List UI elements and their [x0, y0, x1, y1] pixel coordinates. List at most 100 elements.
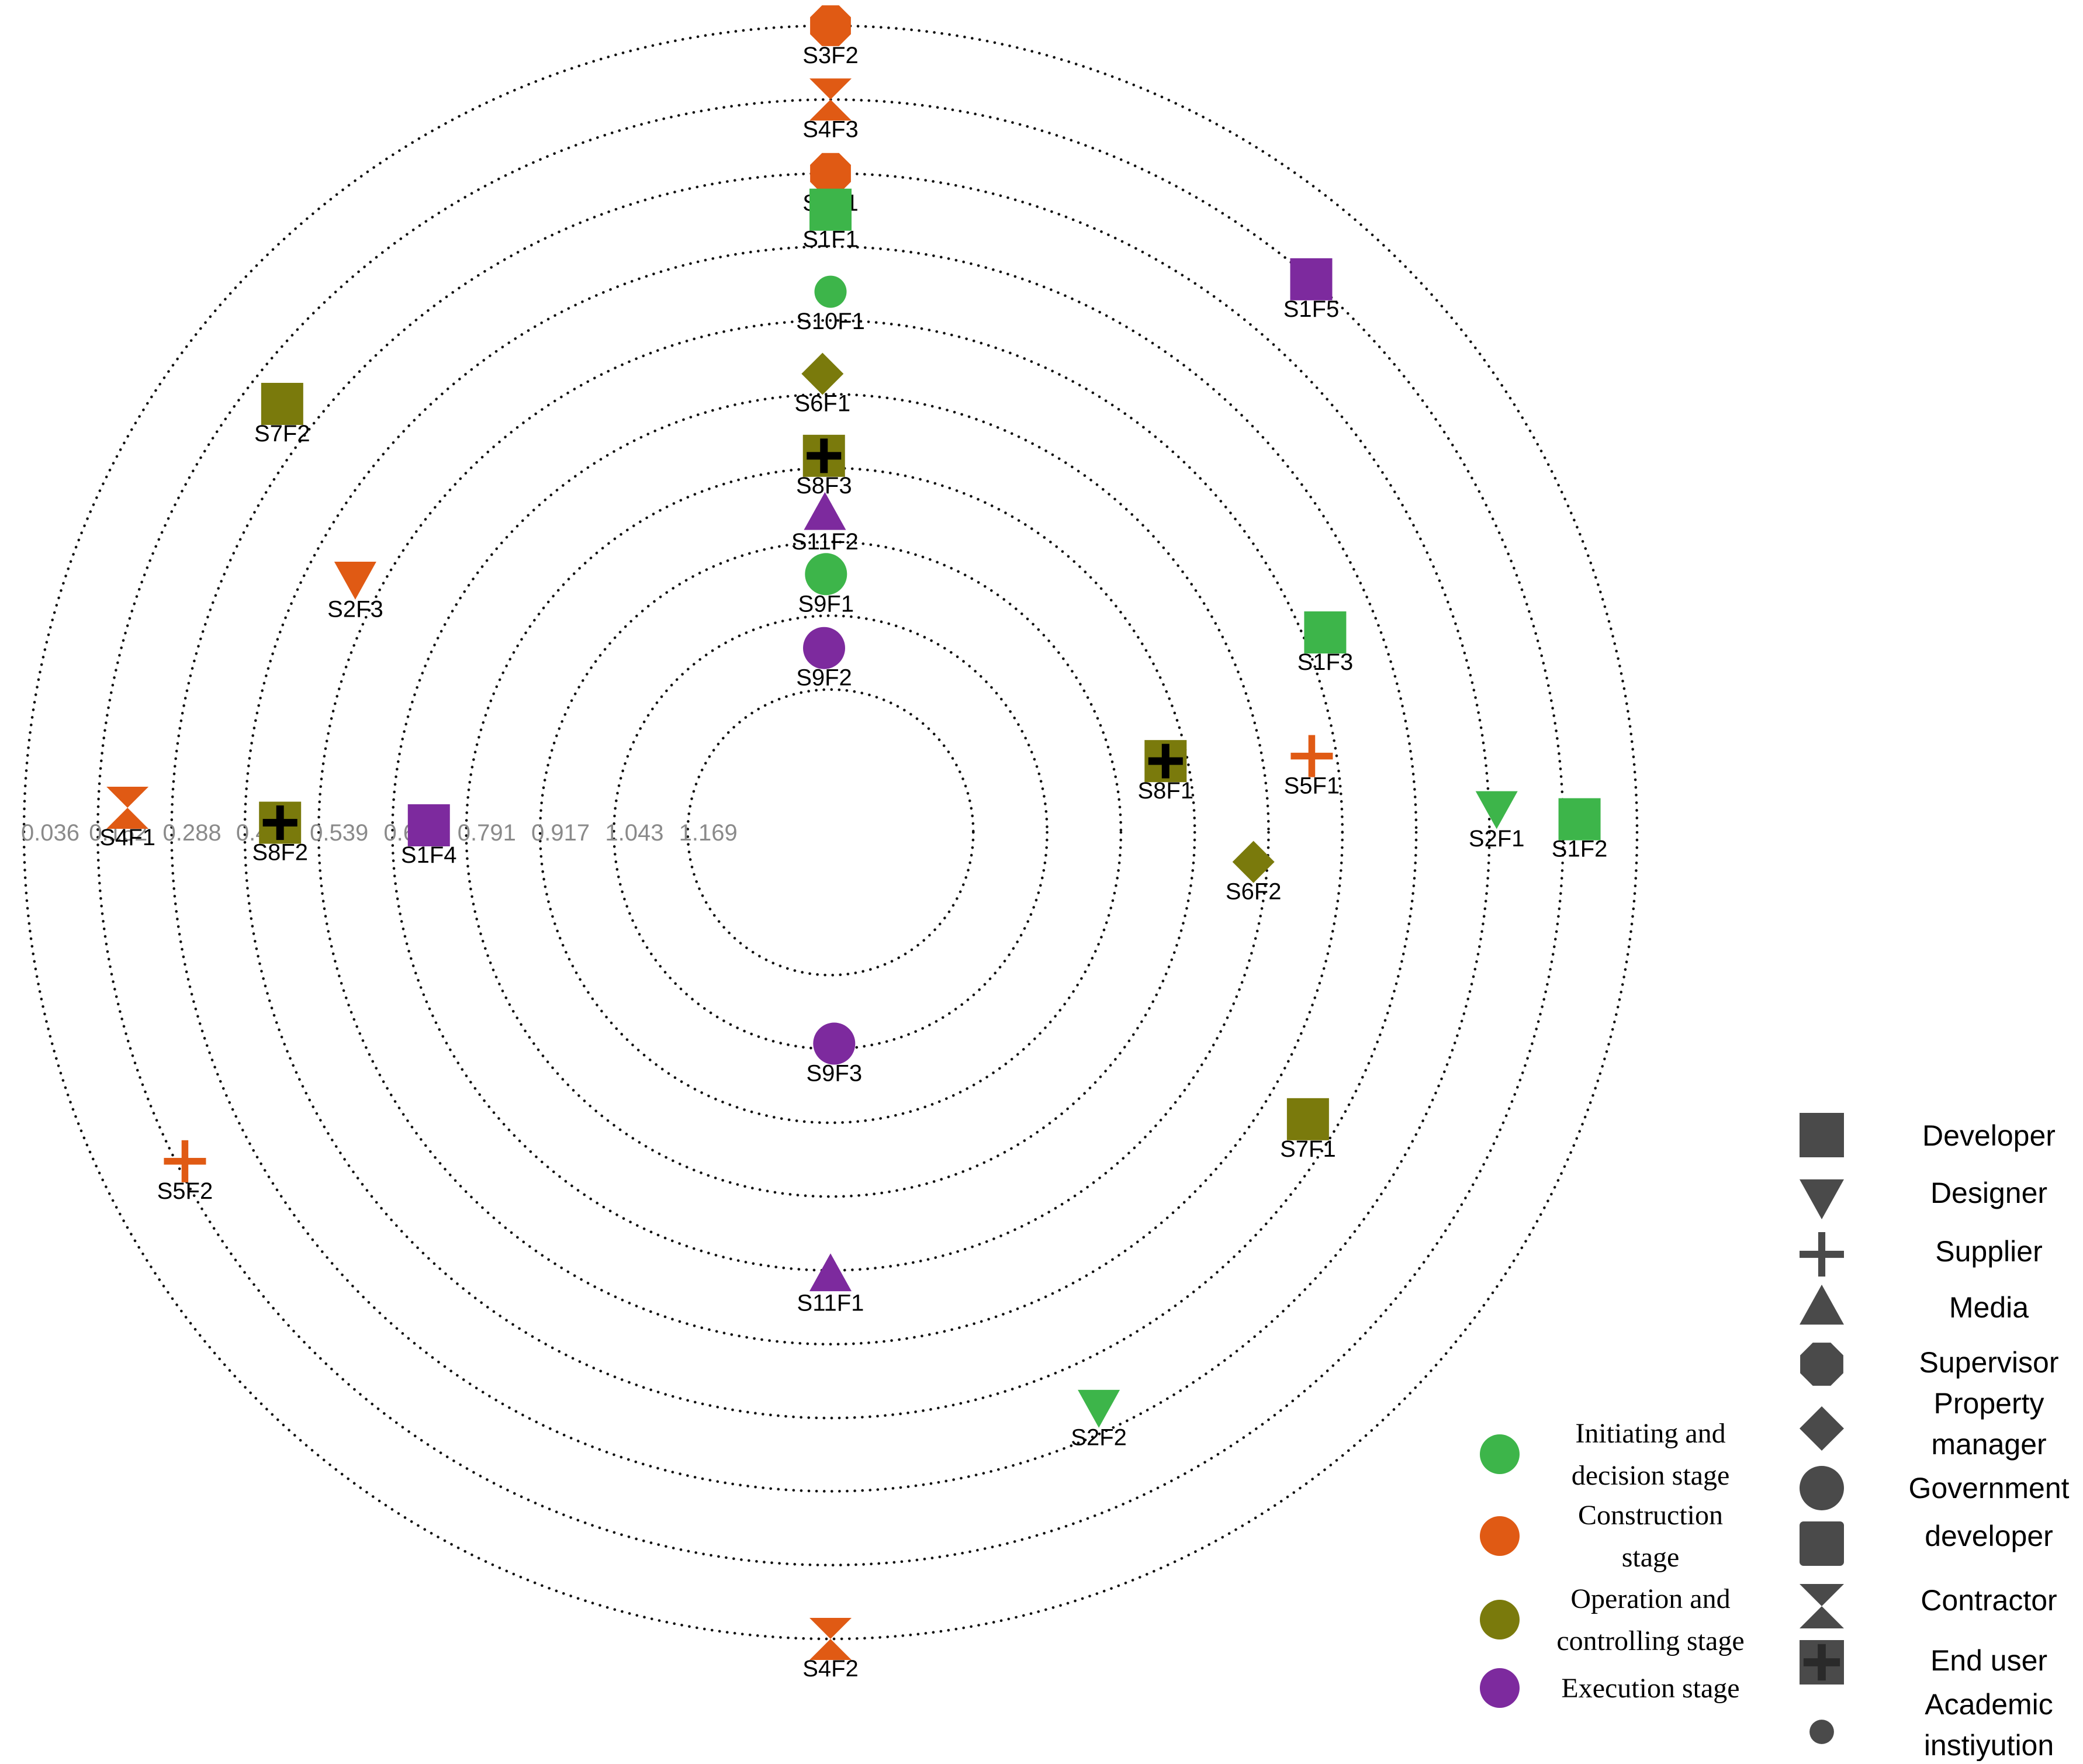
point-label-s2f1: S2F1	[1469, 826, 1525, 852]
role-legend-label-8-0: Contractor	[1921, 1584, 2057, 1617]
point-label-s1f3: S1F3	[1297, 649, 1354, 675]
stage-legend-swatch-2	[1480, 1600, 1520, 1640]
point-label-s4f1: S4F1	[99, 825, 155, 850]
point-label-s7f2: S7F2	[254, 421, 310, 447]
role-legend-label-2-0: Supplier	[1935, 1235, 2042, 1268]
role-legend-rounded-square-icon	[1800, 1521, 1844, 1566]
ring-label-6: 0.791	[458, 820, 516, 846]
role-legend: DeveloperDesignerSupplierMediaSupervisor…	[1800, 1113, 2070, 1762]
point-s3f2-octagon-marker	[810, 5, 851, 46]
stage-legend-swatch-0	[1480, 1434, 1520, 1474]
ring-label-8: 1.043	[605, 820, 663, 846]
point-label-s2f2: S2F2	[1071, 1425, 1127, 1451]
point-s1f4-square-marker	[407, 804, 450, 847]
point-label-s6f1: S6F1	[794, 391, 850, 417]
point-s1f5-square-marker	[1290, 258, 1333, 300]
role-legend-label-4-0: Supervisor	[1919, 1346, 2059, 1379]
ring-9	[686, 688, 975, 977]
point-label-s8f1: S8F1	[1137, 778, 1193, 804]
stage-legend-label-2-1: controlling stage	[1556, 1625, 1744, 1656]
stage-legend-swatch-1	[1480, 1516, 1520, 1556]
role-legend-circle-icon	[1800, 1466, 1844, 1510]
point-s1f1-square-marker	[809, 188, 852, 231]
ring-label-7: 0.917	[531, 820, 590, 846]
ring-label-0: 0.036	[21, 820, 79, 846]
role-legend-square-icon	[1800, 1113, 1844, 1157]
point-label-s7f1: S7F1	[1280, 1136, 1336, 1162]
point-s9f2-circle-marker	[802, 627, 845, 669]
stage-legend-swatch-3	[1480, 1668, 1520, 1708]
role-legend-plus-icon	[1800, 1232, 1844, 1277]
point-label-s10f1: S10F1	[796, 309, 865, 334]
role-legend-label-5-0: Property	[1934, 1387, 2044, 1420]
point-s8f1-bold-plus-marker	[1144, 740, 1187, 783]
point-s7f2-square-marker	[261, 383, 303, 426]
role-legend-small-circle-icon	[1809, 1720, 1834, 1744]
role-legend-label-0-0: Developer	[1922, 1119, 2056, 1152]
point-label-s4f3: S4F3	[802, 116, 859, 142]
point-s3f1-octagon-marker	[810, 153, 851, 194]
role-legend-label-10-1: instiyution	[1924, 1729, 2054, 1761]
role-legend-octagon-icon	[1800, 1343, 1843, 1386]
point-label-s1f4: S1F4	[401, 842, 457, 868]
point-s5f1-plus-marker	[1290, 735, 1333, 777]
point-label-s8f2: S8F2	[252, 840, 308, 866]
point-s9f3-circle-marker	[813, 1022, 856, 1065]
role-legend-label-5-1: manager	[1931, 1428, 2046, 1461]
stage-legend-label-0-0: Initiating and	[1575, 1418, 1725, 1449]
ring-2	[170, 172, 1491, 1493]
points-layer: S3F2S4F3S3F1S1F1S10F1S6F1S8F3S11F2S9F1S9…	[99, 5, 1607, 1682]
point-label-s4f2: S4F2	[802, 1656, 859, 1682]
point-s10f1-small-circle-marker	[814, 275, 847, 308]
point-s6f1-diamond-marker	[801, 352, 844, 395]
point-s9f1-circle-marker	[805, 553, 847, 596]
role-legend-label-1-0: Designer	[1930, 1177, 2047, 1209]
point-s1f3-square-marker	[1304, 611, 1347, 654]
point-label-s1f1: S1F1	[802, 227, 859, 253]
point-s11f1-triangle-up-marker	[809, 1253, 852, 1292]
point-s1f2-square-marker	[1558, 798, 1601, 841]
stage-legend-label-0-1: decision stage	[1572, 1460, 1730, 1491]
point-label-s9f1: S9F1	[798, 591, 854, 617]
point-s5f2-plus-marker	[164, 1140, 206, 1182]
ring-7	[538, 540, 1123, 1125]
stage-legend-label-2-0: Operation and	[1570, 1583, 1730, 1614]
role-legend-triangle-up-icon	[1800, 1284, 1844, 1325]
role-legend-hourglass-icon	[1800, 1584, 1844, 1628]
point-label-s1f2: S1F2	[1552, 836, 1608, 862]
point-s2f1-triangle-down-marker	[1475, 791, 1518, 829]
point-label-s5f1: S5F1	[1284, 773, 1340, 799]
point-label-s3f2: S3F2	[802, 43, 859, 68]
point-s4f2-hourglass-marker	[809, 1618, 852, 1660]
point-s8f3-bold-plus-marker	[802, 434, 845, 477]
role-legend-label-9-0: End user	[1930, 1644, 2047, 1677]
point-label-s6f2: S6F2	[1226, 879, 1282, 905]
ring-8	[613, 614, 1049, 1050]
ring-0	[22, 24, 1639, 1641]
point-label-s11f2: S11F2	[791, 529, 859, 555]
stage-legend-label-3-0: Execution stage	[1561, 1673, 1739, 1704]
point-label-s9f2: S9F2	[796, 665, 852, 691]
role-legend-label-3-0: Media	[1949, 1291, 2029, 1324]
point-s11f2-triangle-up-marker	[804, 492, 846, 530]
role-legend-bold-plus-icon	[1800, 1640, 1844, 1685]
ring-label-4: 0.539	[310, 820, 368, 846]
point-s4f1-hourglass-marker	[106, 786, 149, 829]
point-label-s2f3: S2F3	[327, 597, 383, 622]
ring-4	[317, 319, 1344, 1346]
point-s2f2-triangle-down-marker	[1078, 1389, 1120, 1428]
role-legend-label-6-0: Government	[1908, 1472, 2069, 1504]
point-label-s5f2: S5F2	[157, 1178, 213, 1204]
point-s7f1-square-marker	[1286, 1098, 1329, 1140]
point-label-s11f1: S11F1	[797, 1291, 864, 1316]
point-s8f2-bold-plus-marker	[259, 801, 302, 844]
role-legend-label-10-0: Academic	[1925, 1688, 2053, 1721]
role-legend-diamond-icon	[1800, 1406, 1844, 1451]
ring-3	[243, 245, 1418, 1420]
point-s2f3-triangle-down-marker	[334, 562, 376, 600]
point-label-s1f5: S1F5	[1283, 296, 1340, 322]
point-s4f3-hourglass-marker	[809, 78, 852, 121]
